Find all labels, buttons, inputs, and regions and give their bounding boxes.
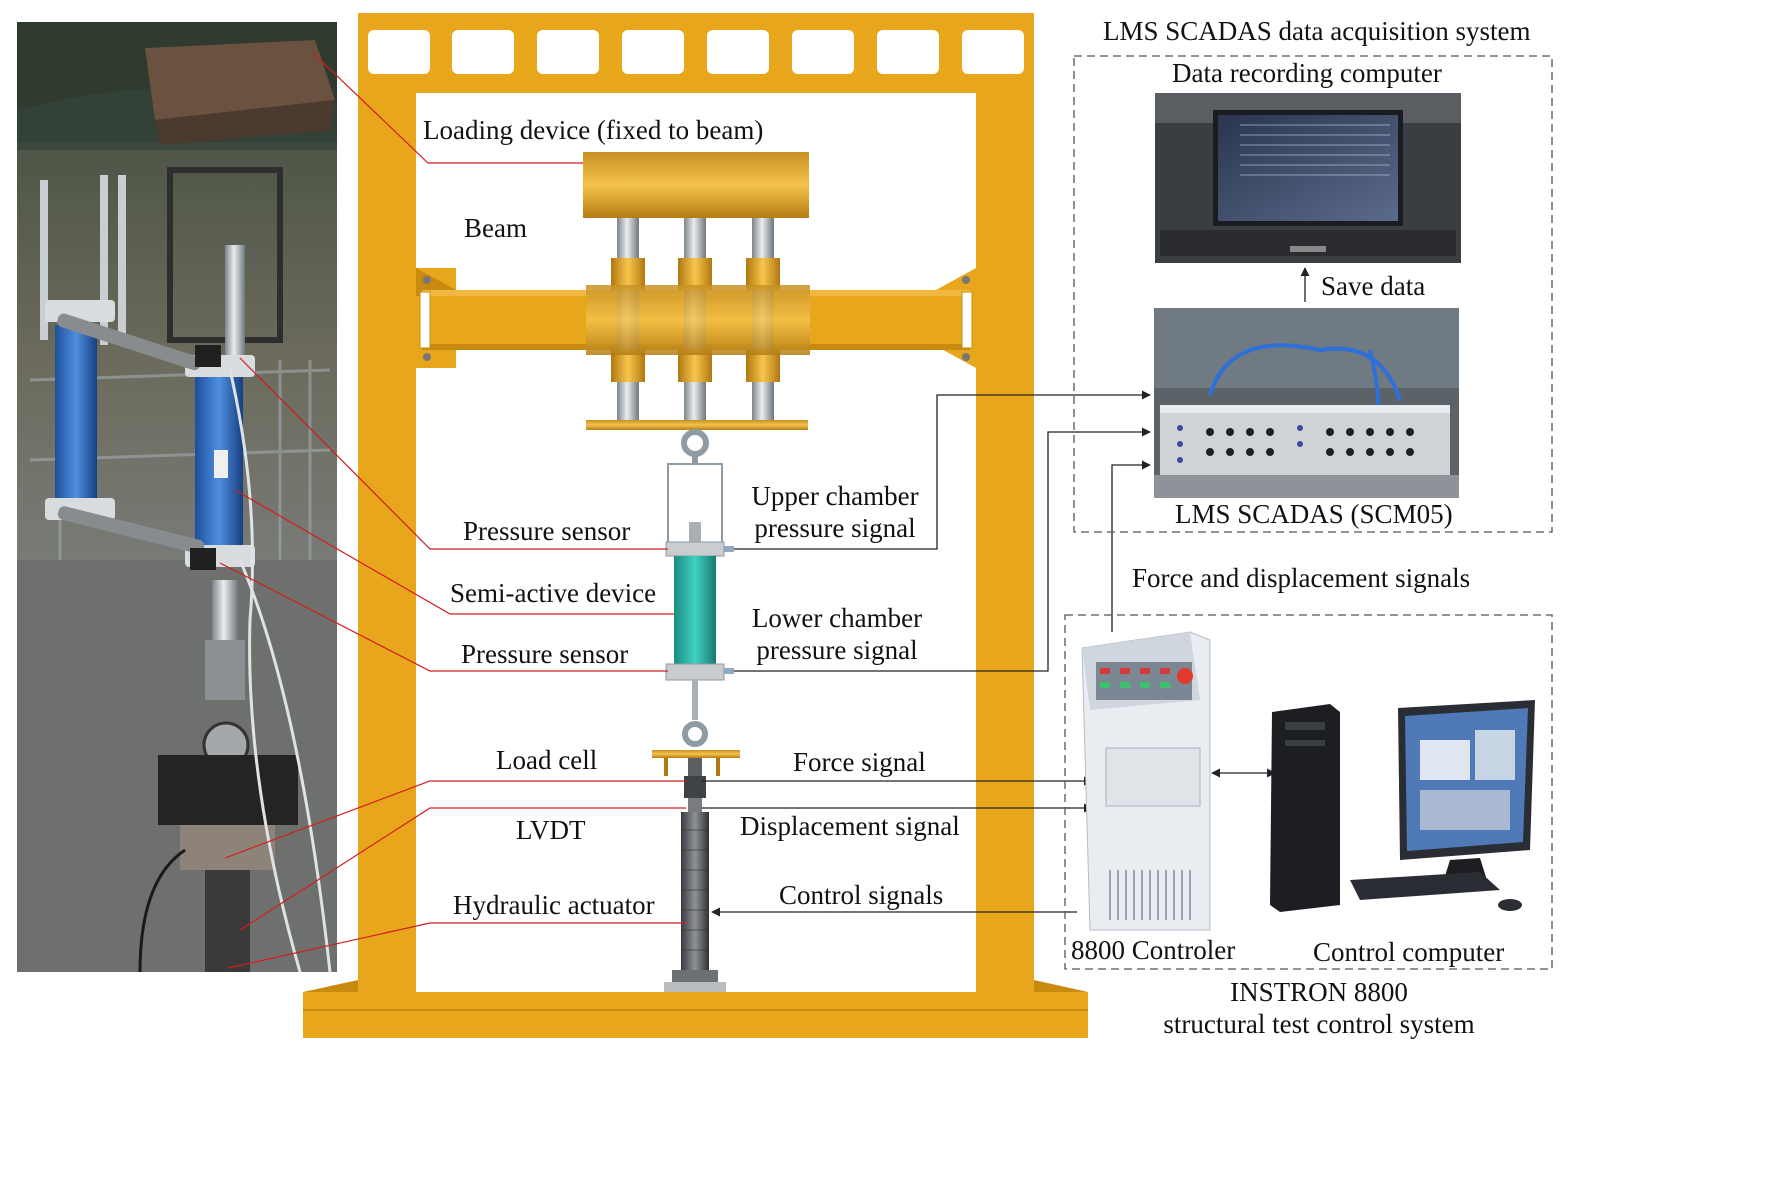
upper-chamber-signal-label: Upper chamber pressure signal — [735, 480, 935, 545]
upper-chamber-line1: Upper chamber — [751, 481, 919, 511]
control-signals-label: Control signals — [779, 880, 944, 910]
hydraulic-actuator-label: Hydraulic actuator — [453, 890, 655, 920]
instron-line2: structural test control system — [1163, 1009, 1475, 1040]
laptop-icon — [1155, 93, 1461, 263]
save-data-label: Save data — [1321, 271, 1426, 301]
lower-chamber-signal-label: Lower chamber pressure signal — [737, 602, 937, 667]
photo-test-rig — [17, 22, 337, 973]
loading-frame — [303, 13, 1088, 1038]
daq-hardware-icon — [1154, 308, 1459, 498]
displacement-signal-label: Displacement signal — [740, 811, 960, 841]
semi-active-device — [665, 429, 734, 747]
upper-chamber-line2: pressure signal — [754, 513, 916, 544]
instron-system-box — [1064, 614, 1553, 970]
signal-lines — [702, 267, 1310, 917]
instron-system-label: INSTRON 8800 structural test control sys… — [1130, 976, 1508, 1041]
semi-active-device-label: Semi-active device — [450, 578, 657, 608]
lms-system-title: LMS SCADAS data acquisition system — [1103, 16, 1531, 46]
lower-chamber-line1: Lower chamber — [751, 603, 923, 633]
lms-system-box — [1073, 55, 1553, 533]
leader-lines — [219, 51, 686, 969]
control-computer-label: Control computer — [1313, 937, 1505, 967]
hydraulic-actuator — [652, 750, 740, 992]
pressure-sensor-upper-label: Pressure sensor — [463, 516, 631, 546]
controller-8800-label: 8800 Controler — [1071, 935, 1236, 965]
lvdt-label: LVDT — [516, 815, 586, 845]
loading-device-label: Loading device (fixed to beam) — [423, 115, 764, 145]
pressure-sensor-lower-label: Pressure sensor — [461, 639, 629, 669]
force-signal-label: Force signal — [793, 747, 926, 777]
data-recording-computer-label: Data recording computer — [1172, 58, 1442, 88]
lower-chamber-line2: pressure signal — [756, 635, 918, 666]
load-cell-label: Load cell — [496, 745, 598, 775]
lms-scadas-label: LMS SCADAS (SCM05) — [1175, 499, 1453, 529]
instron-line1: INSTRON 8800 — [1230, 977, 1408, 1007]
desktop-computer-icon — [1270, 700, 1535, 912]
controller-cabinet-icon — [1081, 631, 1211, 931]
force-displacement-signals-label: Force and displacement signals — [1132, 563, 1471, 593]
loading-device — [583, 152, 810, 430]
beam-label: Beam — [464, 213, 527, 243]
